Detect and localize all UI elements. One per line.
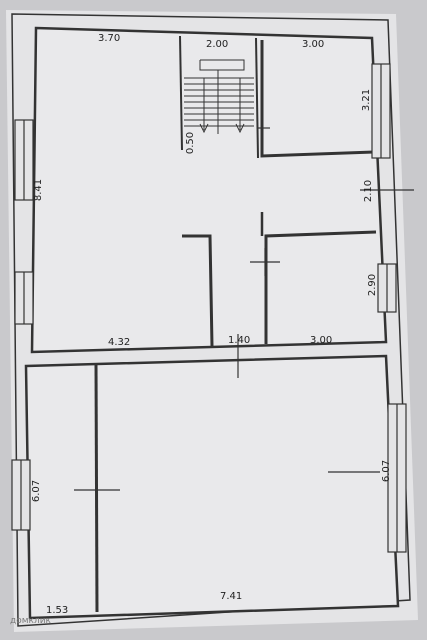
lower-block-wall xyxy=(24,354,400,620)
dim-small-room-height: 2.90 xyxy=(367,273,379,297)
windows xyxy=(11,63,407,553)
central-partition xyxy=(182,234,214,347)
top-right-room-wall xyxy=(260,40,375,158)
outer-wall xyxy=(11,13,411,627)
dim-lower-right-height: 6.07 xyxy=(381,459,393,483)
small-room-wall xyxy=(264,230,377,344)
dim-top-left-width: 3.70 xyxy=(98,33,121,44)
door-crosses xyxy=(74,189,414,510)
dim-lower-left-width: 1.53 xyxy=(46,605,69,616)
stairs xyxy=(184,59,254,134)
dim-small-room-width: 3.00 xyxy=(310,335,333,346)
dim-lower-left-height: 6.07 xyxy=(31,479,43,503)
dim-top-right-width: 3.00 xyxy=(302,39,325,50)
dim-bottom-left-width: 4.32 xyxy=(108,337,131,348)
dim-corridor-width: 1.40 xyxy=(228,335,251,346)
dim-left-height: 8.41 xyxy=(33,178,45,202)
watermark: домклик xyxy=(10,616,51,626)
dim-lower-right-width: 7.41 xyxy=(220,591,243,602)
upper-block-wall xyxy=(30,26,388,354)
dim-top-right-height: 3.21 xyxy=(361,88,373,112)
dim-stair-width: 2.00 xyxy=(206,39,229,50)
stair-wall-left xyxy=(179,35,183,151)
dim-stair-step: 0.50 xyxy=(185,131,197,155)
stair-wall-right xyxy=(255,37,259,159)
dim-corridor-height: 2.10 xyxy=(363,179,375,203)
